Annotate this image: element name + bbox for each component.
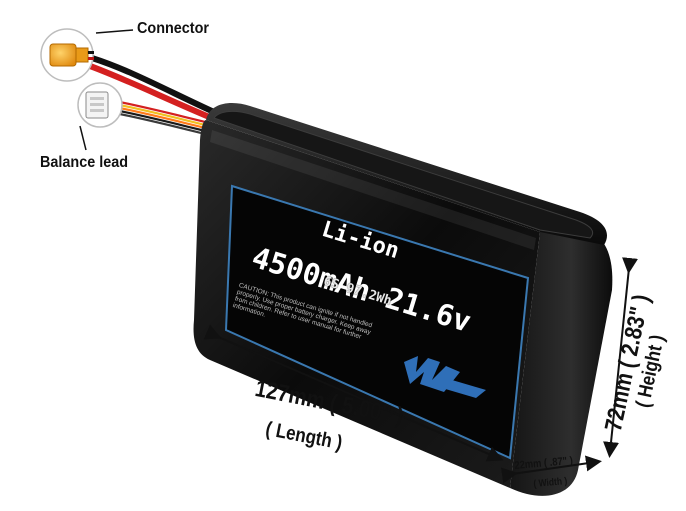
width-dimension-line (500, 455, 602, 484)
balance-plug-icon (85, 91, 109, 119)
balance-lead-callout (77, 82, 123, 151)
main-leads (88, 55, 216, 122)
connector-callout (40, 28, 134, 82)
length-dimension-line (203, 324, 504, 462)
connector-callout-label: Connector (137, 20, 209, 37)
balance-lead-callout-label: Balance lead (40, 154, 129, 171)
xt60-connector-icon (49, 43, 94, 67)
height-dimension-line (603, 257, 638, 458)
